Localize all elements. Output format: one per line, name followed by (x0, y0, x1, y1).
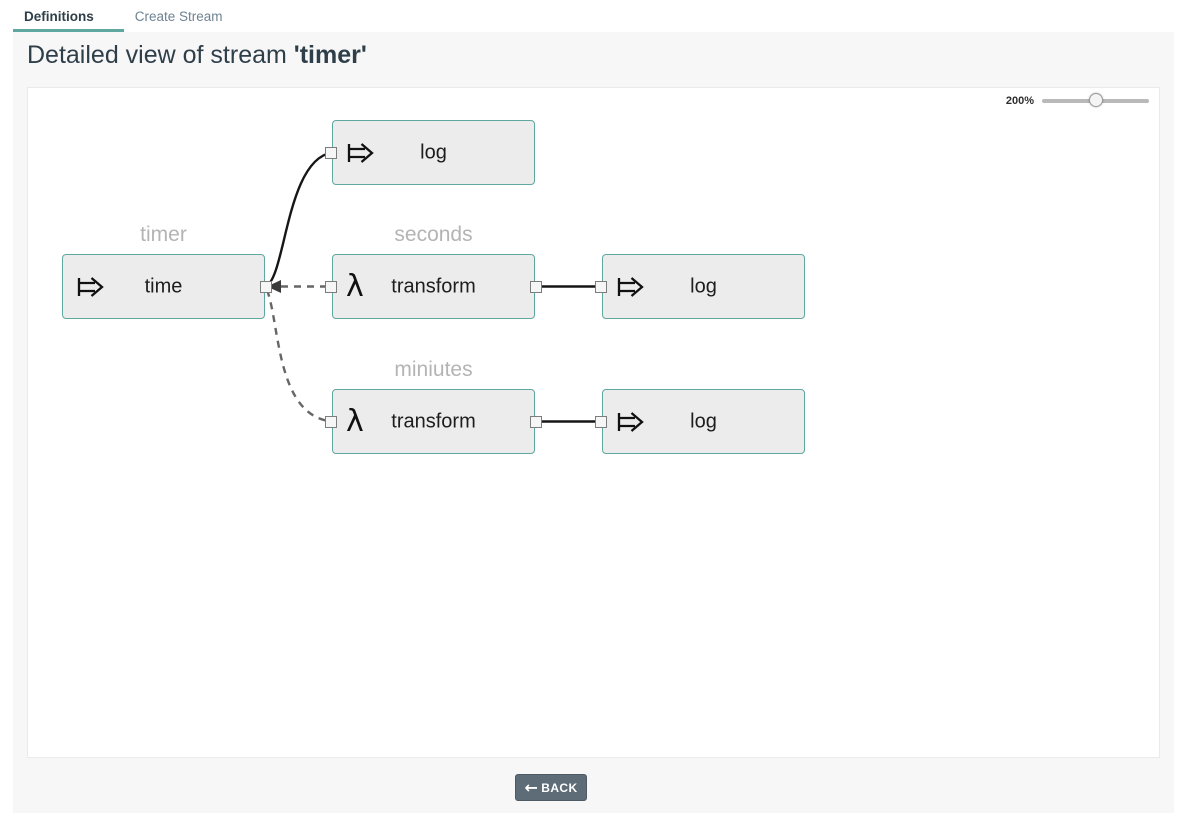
zoom-percent-label: 200% (1005, 95, 1034, 107)
node-log-tap[interactable]: log (325, 120, 535, 185)
group-label-timer: timer (140, 223, 187, 246)
connection-time-to-log-tap (265, 151, 333, 288)
back-button[interactable]: ← BACK (515, 774, 587, 801)
node-log-seconds[interactable]: log (595, 254, 805, 319)
connections-layer (265, 151, 602, 423)
input-port[interactable] (325, 146, 337, 159)
mapsto-arrow-icon (346, 141, 375, 165)
output-port[interactable] (530, 415, 542, 428)
node-label: log (690, 410, 717, 432)
back-arrow-icon: ← (524, 777, 539, 797)
node-log-minutes[interactable]: log (595, 389, 805, 454)
output-port[interactable] (260, 280, 272, 293)
node-label: time (144, 275, 183, 297)
input-port[interactable] (325, 415, 337, 428)
page-title: Detailed view of stream 'timer' (27, 41, 367, 70)
node-label: transform (391, 275, 476, 297)
group-label-miniutes: miniutes (394, 358, 473, 381)
back-button-label: BACK (541, 780, 578, 795)
mapsto-arrow-icon (616, 410, 645, 434)
mapsto-arrow-icon (76, 275, 105, 299)
tab-definitions[interactable]: Definitions (13, 0, 124, 32)
node-label: transform (391, 410, 476, 432)
zoom-slider[interactable] (1042, 93, 1149, 107)
stream-name: 'timer' (293, 41, 367, 69)
link-arrowhead (267, 280, 281, 293)
group-label-seconds: seconds (394, 223, 473, 246)
input-port[interactable] (595, 280, 607, 293)
diagram-canvas: 200% timer seconds miniutes (27, 87, 1160, 758)
node-transform-minutes[interactable]: λ transform (325, 389, 542, 454)
zoom-slider-handle[interactable] (1089, 93, 1103, 107)
mapsto-arrow-icon (616, 275, 645, 299)
node-label: log (420, 141, 447, 163)
input-port[interactable] (595, 415, 607, 428)
tab-create-stream[interactable]: Create Stream (134, 9, 223, 24)
lambda-icon: λ (346, 403, 364, 439)
content-panel: Detailed view of stream 'timer' 200% tim (13, 32, 1174, 813)
node-transform-seconds[interactable]: λ transform (325, 254, 542, 319)
tab-bar: Definitions Create Stream (13, 0, 235, 32)
input-port[interactable] (325, 280, 337, 293)
connection-time-to-transform-minutes (265, 289, 333, 423)
zoom-control: 200% (1005, 93, 1149, 107)
page-title-prefix: Detailed view of stream (27, 41, 294, 69)
node-time[interactable]: time (62, 254, 272, 319)
node-label: log (690, 275, 717, 297)
output-port[interactable] (530, 280, 542, 293)
lambda-icon: λ (346, 268, 364, 304)
